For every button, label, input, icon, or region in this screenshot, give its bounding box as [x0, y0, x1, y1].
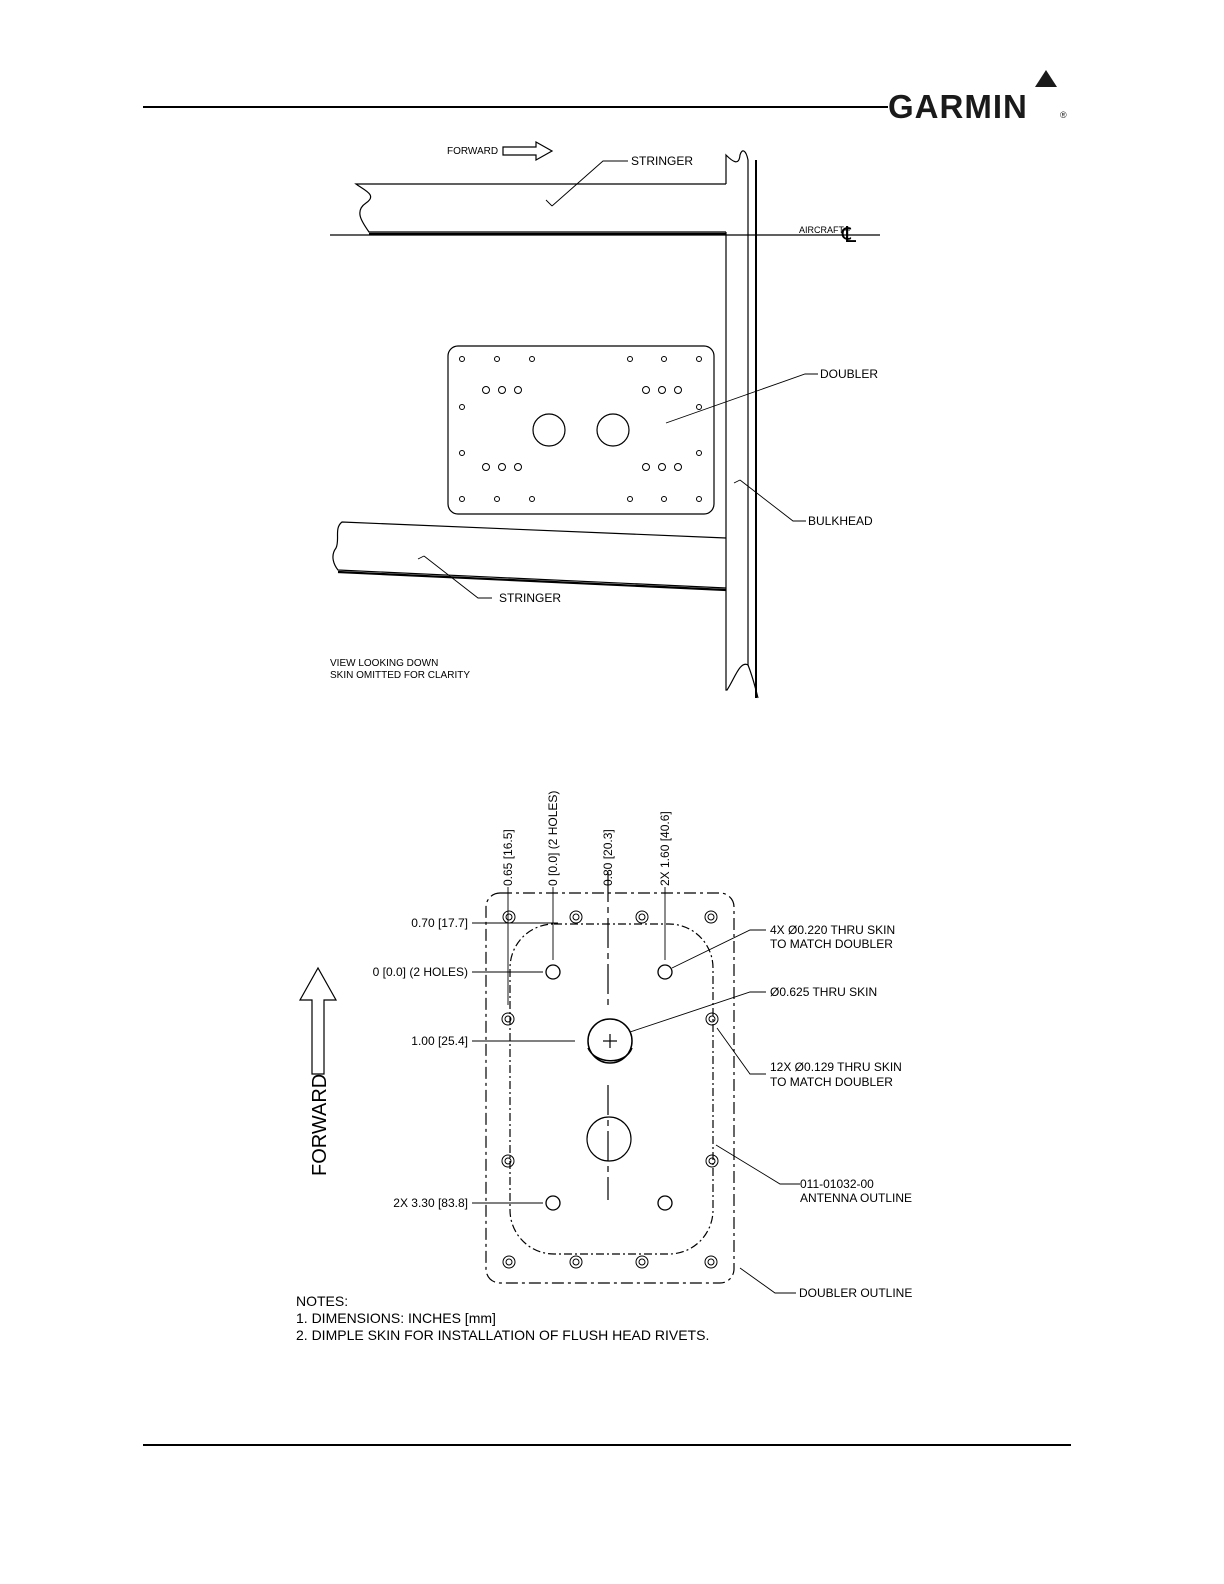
logo-registered-mark: ® — [1060, 110, 1067, 120]
forward-label-large: FORWARD — [309, 1074, 331, 1176]
logo-text: GARMIN — [888, 88, 1028, 125]
doubler-label: DOUBLER — [820, 367, 878, 381]
callout-12x-line-2: TO MATCH DOUBLER — [770, 1075, 893, 1089]
horizontal-dim-3: 1.00 [25.4] — [411, 1034, 468, 1048]
callout-4x-line-2: TO MATCH DOUBLER — [770, 937, 893, 951]
footer-rule — [143, 1444, 1071, 1446]
view-note-line-2: SKIN OMITTED FOR CLARITY — [330, 670, 470, 681]
garmin-logo: GARMIN ® — [888, 70, 1073, 125]
view-note-line-1: VIEW LOOKING DOWN — [330, 658, 438, 669]
callout-center-hole: Ø0.625 THRU SKIN — [770, 985, 877, 999]
stringer-top-label: STRINGER — [631, 154, 693, 168]
vertical-dim-4: 2X 1.60 [40.6] — [658, 811, 672, 886]
note-item-2: 2. DIMPLE SKIN FOR INSTALLATION OF FLUSH… — [296, 1327, 709, 1343]
callout-4x-line-1: 4X Ø0.220 THRU SKIN — [770, 923, 895, 937]
second-hole — [586, 1116, 632, 1162]
bulkhead-shape — [725, 150, 749, 691]
doubler-plate — [447, 345, 715, 515]
doubler-outline-label: DOUBLER OUTLINE — [799, 1286, 912, 1300]
vertical-dim-3: 0.80 [20.3] — [601, 829, 615, 886]
stringer-top-shape — [354, 183, 726, 233]
callout-12x-line-1: 12X Ø0.129 THRU SKIN — [770, 1060, 902, 1074]
top-view — [330, 140, 880, 699]
center-hole — [587, 1018, 633, 1064]
header-rule — [143, 106, 888, 108]
notes-heading: NOTES: — [296, 1293, 348, 1309]
stringer-bottom-shape — [332, 521, 727, 589]
antenna-label-line-2: ANTENNA OUTLINE — [800, 1191, 912, 1205]
vertical-dim-1: 0.65 [16.5] — [501, 829, 515, 886]
stringer-bottom-label: STRINGER — [499, 591, 561, 605]
bottom-view — [298, 872, 800, 1294]
forward-label-top: FORWARD — [447, 146, 498, 157]
doubler-outline — [485, 892, 735, 1284]
vertical-dim-2: 0 [0.0] (2 HOLES) — [546, 791, 560, 886]
aircraft-label: AIRCRAFT — [799, 225, 845, 235]
bulkhead-label: BULKHEAD — [808, 514, 873, 528]
antenna-label-line-1: 011-01032-00 — [800, 1177, 874, 1191]
antenna-outline — [509, 923, 714, 1255]
logo-triangle-icon — [1035, 70, 1057, 87]
forward-large-arrow-icon — [298, 966, 338, 1075]
note-item-1: 1. DIMENSIONS: INCHES [mm] — [296, 1310, 496, 1326]
horizontal-dim-1: 0.70 [17.7] — [411, 916, 468, 930]
forward-arrow-icon — [502, 140, 554, 162]
horizontal-dim-4: 2X 3.30 [83.8] — [393, 1196, 468, 1210]
centerline-symbol: ℄ — [841, 223, 857, 248]
horizontal-dim-2: 0 [0.0] (2 HOLES) — [373, 965, 468, 979]
